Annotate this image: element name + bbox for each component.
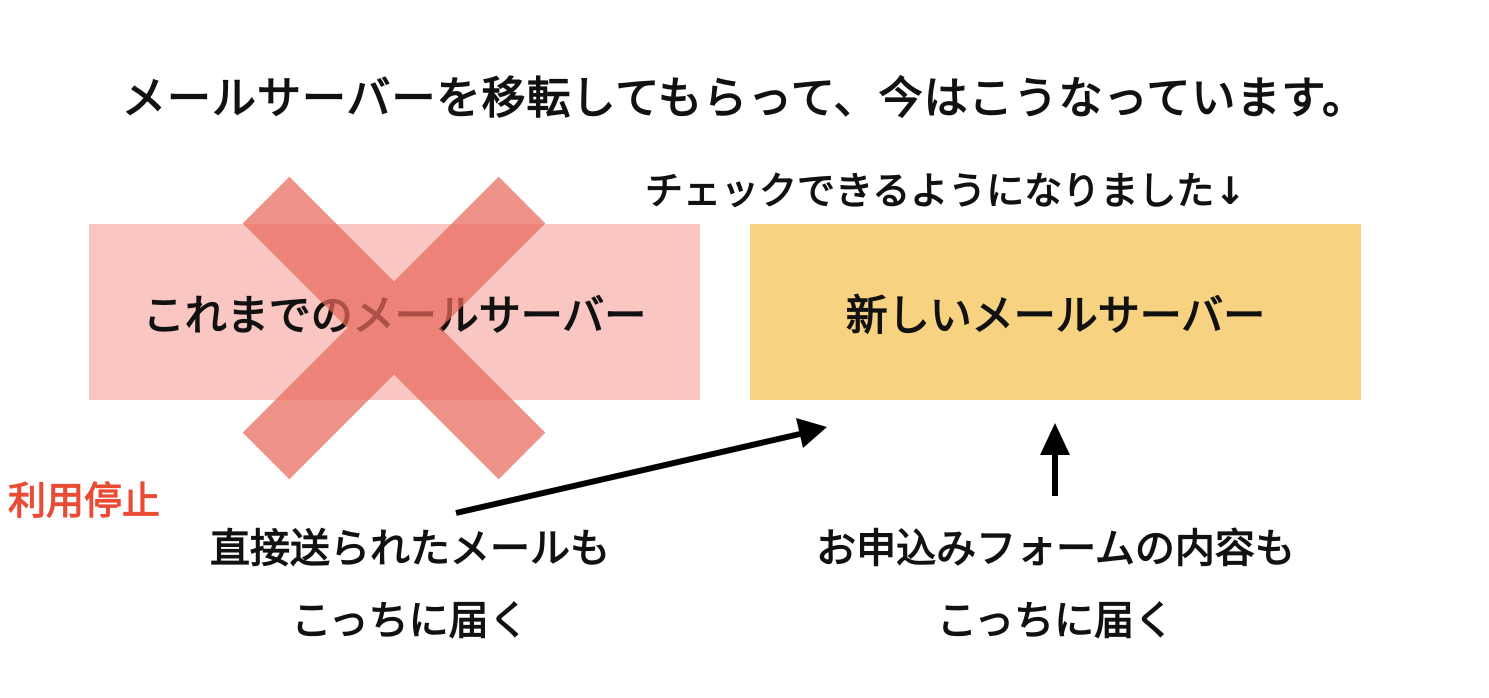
check-note: チェックできるようになりました↓ (645, 169, 1247, 213)
form-caption-line-2: こっちに届く (936, 598, 1175, 644)
direct-mail-caption: 直接送られたメールも こっちに届く (130, 513, 690, 657)
new-mail-server-label: 新しいメールサーバー (845, 290, 1266, 340)
form-arrow-head (1040, 423, 1070, 455)
form-caption-line-1: お申込みフォームの内容も (816, 526, 1295, 572)
old-mail-server-box: これまでのメールサーバー (89, 224, 700, 400)
old-mail-server-label: これまでのメールサーバー (142, 290, 647, 340)
page-title: メールサーバーを移転してもらって、今はこうなっています。 (121, 73, 1368, 124)
service-stopped-label: 利用停止 (8, 479, 161, 523)
direct-mail-arrow-head (796, 418, 827, 448)
arrows (455, 418, 1070, 516)
direct-mail-arrow-shaft (455, 431, 801, 516)
direct-mail-caption-line-1: 直接送られたメールも (210, 526, 610, 572)
direct-mail-caption-line-2: こっちに届く (291, 598, 529, 644)
form-caption: お申込みフォームの内容も こっちに届く (750, 513, 1361, 657)
new-mail-server-box: 新しいメールサーバー (750, 224, 1361, 400)
